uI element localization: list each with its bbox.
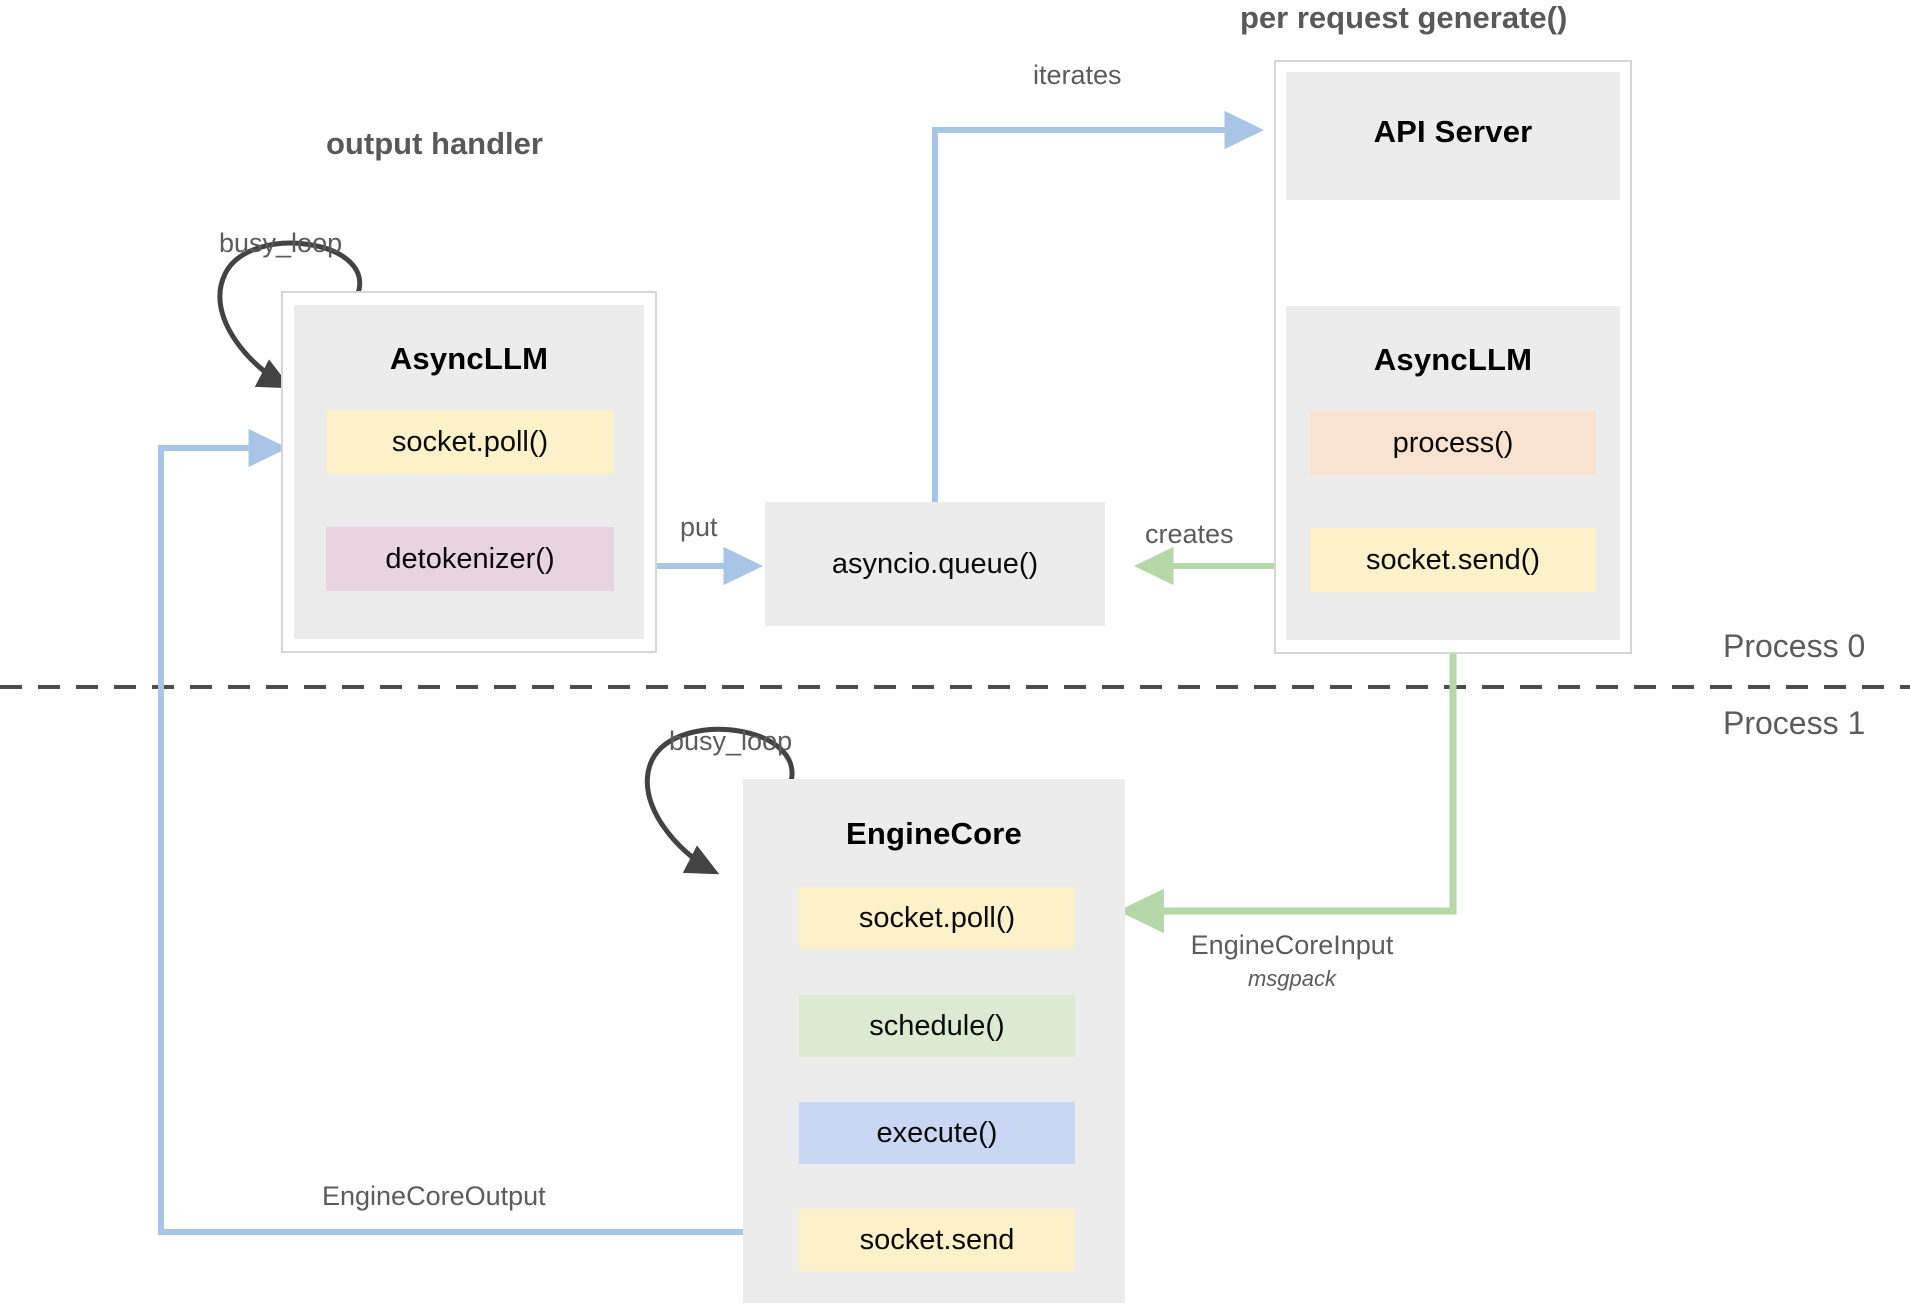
chip-socket-poll-engine[interactable]: socket.poll() [799,887,1075,949]
label-put: put [680,512,718,542]
label-iterates: iterates [1033,60,1122,90]
component-title-api-server: API Server [1373,114,1533,149]
box-asyncio-queue[interactable]: asyncio.queue() [765,502,1105,626]
chip-process[interactable]: process() [1310,411,1596,475]
component-title-async-llm-right: AsyncLLM [1373,342,1533,377]
label-engine-core-input-encoding: msgpack [1247,966,1337,991]
label-engine-core-input: EngineCoreInput [1190,930,1394,960]
edge-iterates [932,110,1265,502]
chip-socket-send-engine[interactable]: socket.send [799,1209,1075,1271]
chip-detokenizer[interactable]: detokenizer() [326,527,614,591]
chip-execute[interactable]: execute() [799,1102,1075,1164]
label-process-1: Process 1 [1723,705,1866,741]
component-async-llm-left[interactable]: AsyncLLM socket.poll() detokenizer() [294,305,644,639]
component-title-engine-core: EngineCore [846,816,1022,851]
component-engine-core[interactable]: EngineCore socket.poll() schedule() exec… [743,779,1125,1303]
component-async-llm-right[interactable]: AsyncLLM process() socket.send() [1286,306,1620,640]
label-process-0: Process 0 [1723,628,1866,664]
component-api-server[interactable]: API Server [1286,72,1620,200]
heading-output-handler: output handler [326,126,543,161]
chip-schedule[interactable]: schedule() [799,995,1075,1057]
chip-socket-send-right[interactable]: socket.send() [1310,528,1596,592]
chip-socket-poll-left[interactable]: socket.poll() [326,410,614,474]
label-busy-loop-engine: busy_loop [669,726,793,756]
label-creates: creates [1145,519,1234,549]
component-title-async-llm-left: AsyncLLM [389,341,549,376]
label-busy-loop-left: busy_loop [219,228,343,258]
label-engine-core-output: EngineCoreOutput [322,1181,546,1211]
heading-per-request-generate: per request generate() [1240,0,1568,35]
